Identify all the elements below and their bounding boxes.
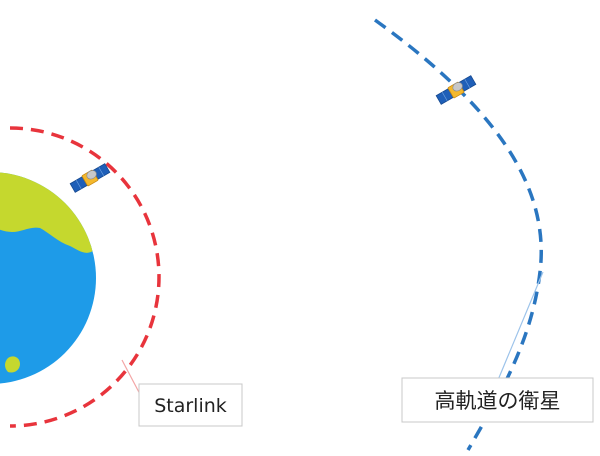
high-orbit-leader-line [497, 271, 544, 381]
earth-icon [0, 172, 96, 384]
earth-small-land [5, 356, 20, 373]
starlink-label-box: Starlink [138, 383, 243, 427]
high-orbit-label: 高軌道の衛星 [435, 389, 561, 413]
low-orbit-path [9, 126, 161, 428]
satellite-icon [435, 74, 477, 106]
starlink-label: Starlink [154, 395, 227, 417]
satellite-icon [69, 162, 111, 194]
earth-continent [0, 172, 96, 253]
high-orbit-label-box: 高軌道の衛星 [401, 377, 594, 423]
